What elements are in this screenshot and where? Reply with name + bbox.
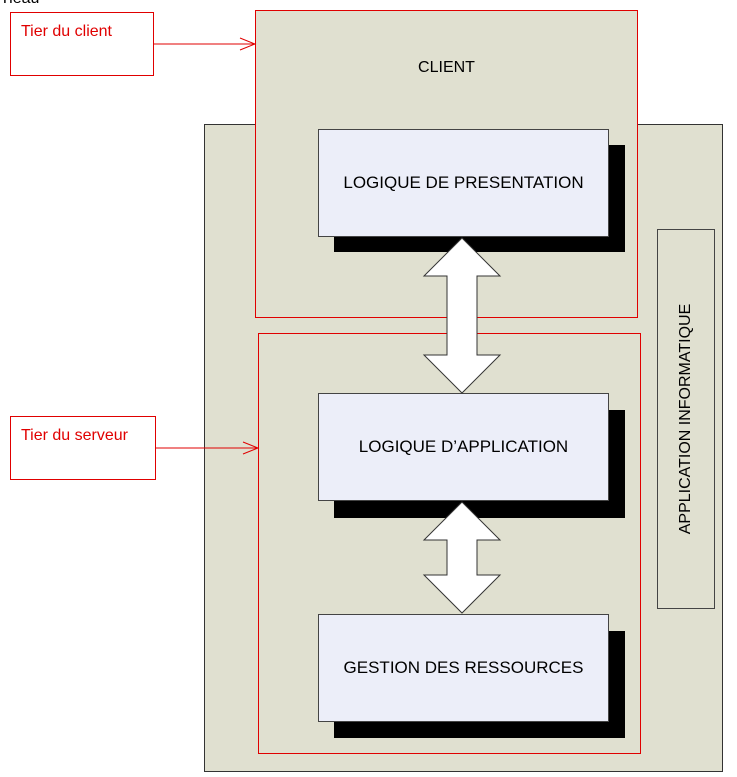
- client-title: CLIENT: [418, 59, 475, 76]
- application-label-box: APPLICATION INFORMATIQUE: [657, 229, 715, 609]
- server-tier-label: Tier du serveur: [10, 416, 156, 480]
- client-tier-label-text: Tier du client: [21, 23, 112, 40]
- resource-management-label: GESTION DES RESSOURCES: [343, 658, 584, 677]
- server-tier-label-text: Tier du serveur: [21, 427, 128, 444]
- server-pointer-arrow-icon: [156, 441, 260, 455]
- client-tier-label: Tier du client: [10, 12, 154, 76]
- application-logic-label: LOGIQUE D’APPLICATION: [358, 437, 569, 456]
- cutoff-heading: Tieau: [0, 0, 39, 8]
- application-logic-box: LOGIQUE D’APPLICATION: [318, 393, 609, 501]
- presentation-logic-box: LOGIQUE DE PRESENTATION: [318, 129, 609, 237]
- presentation-logic-label: LOGIQUE DE PRESENTATION: [343, 173, 584, 192]
- double-arrow-icon: [422, 501, 502, 614]
- client-pointer-arrow-icon: [154, 37, 257, 51]
- double-arrow-icon: [422, 237, 502, 394]
- resource-management-box: GESTION DES RESSOURCES: [318, 614, 609, 722]
